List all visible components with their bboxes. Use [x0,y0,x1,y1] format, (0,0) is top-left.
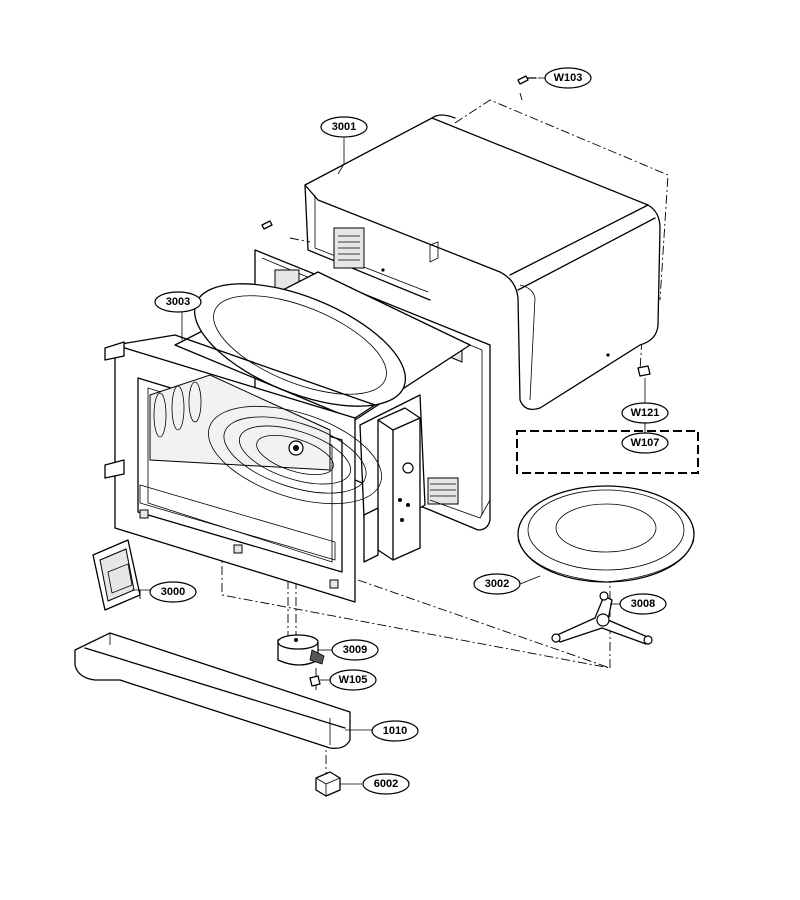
callout-3009: 3009 [331,639,379,661]
callout-1010: 1010 [371,720,419,742]
callout-3008: 3008 [619,593,667,615]
front-frame [104,334,382,603]
callout-3000: 3000 [149,581,197,603]
label-1010: 1010 [383,725,407,737]
outer-cabinet [304,114,661,411]
callout-6002: 6002 [362,773,410,795]
screws [261,75,651,687]
callout-w107: W107 [621,432,669,454]
callout-3003: 3003 [154,291,202,313]
label-w105: W105 [339,674,368,686]
label-w107: W107 [631,437,660,449]
w107-group-box [516,430,699,474]
part-1010-base-plate [74,632,351,749]
part-3009-motor [277,634,325,666]
part-6002-foot [315,771,341,797]
label-6002: 6002 [374,778,398,790]
callout-w105: W105 [329,669,377,691]
callout-w121: W121 [621,402,669,424]
label-w121: W121 [631,407,660,419]
label-3008: 3008 [631,598,655,610]
label-3003: 3003 [166,296,190,308]
callout-3002: 3002 [473,573,521,595]
label-w103: W103 [554,72,583,84]
label-3009: 3009 [343,644,367,656]
label-3001: 3001 [332,121,356,133]
cavity-frame [174,249,491,563]
callout-3001: 3001 [320,116,368,138]
label-3000: 3000 [161,586,185,598]
label-3002: 3002 [485,578,509,590]
callout-w103: W103 [544,67,592,89]
part-3002-glass-tray [517,485,695,583]
part-3000-switch [92,539,141,611]
part-3008-roller-ring [551,591,653,645]
